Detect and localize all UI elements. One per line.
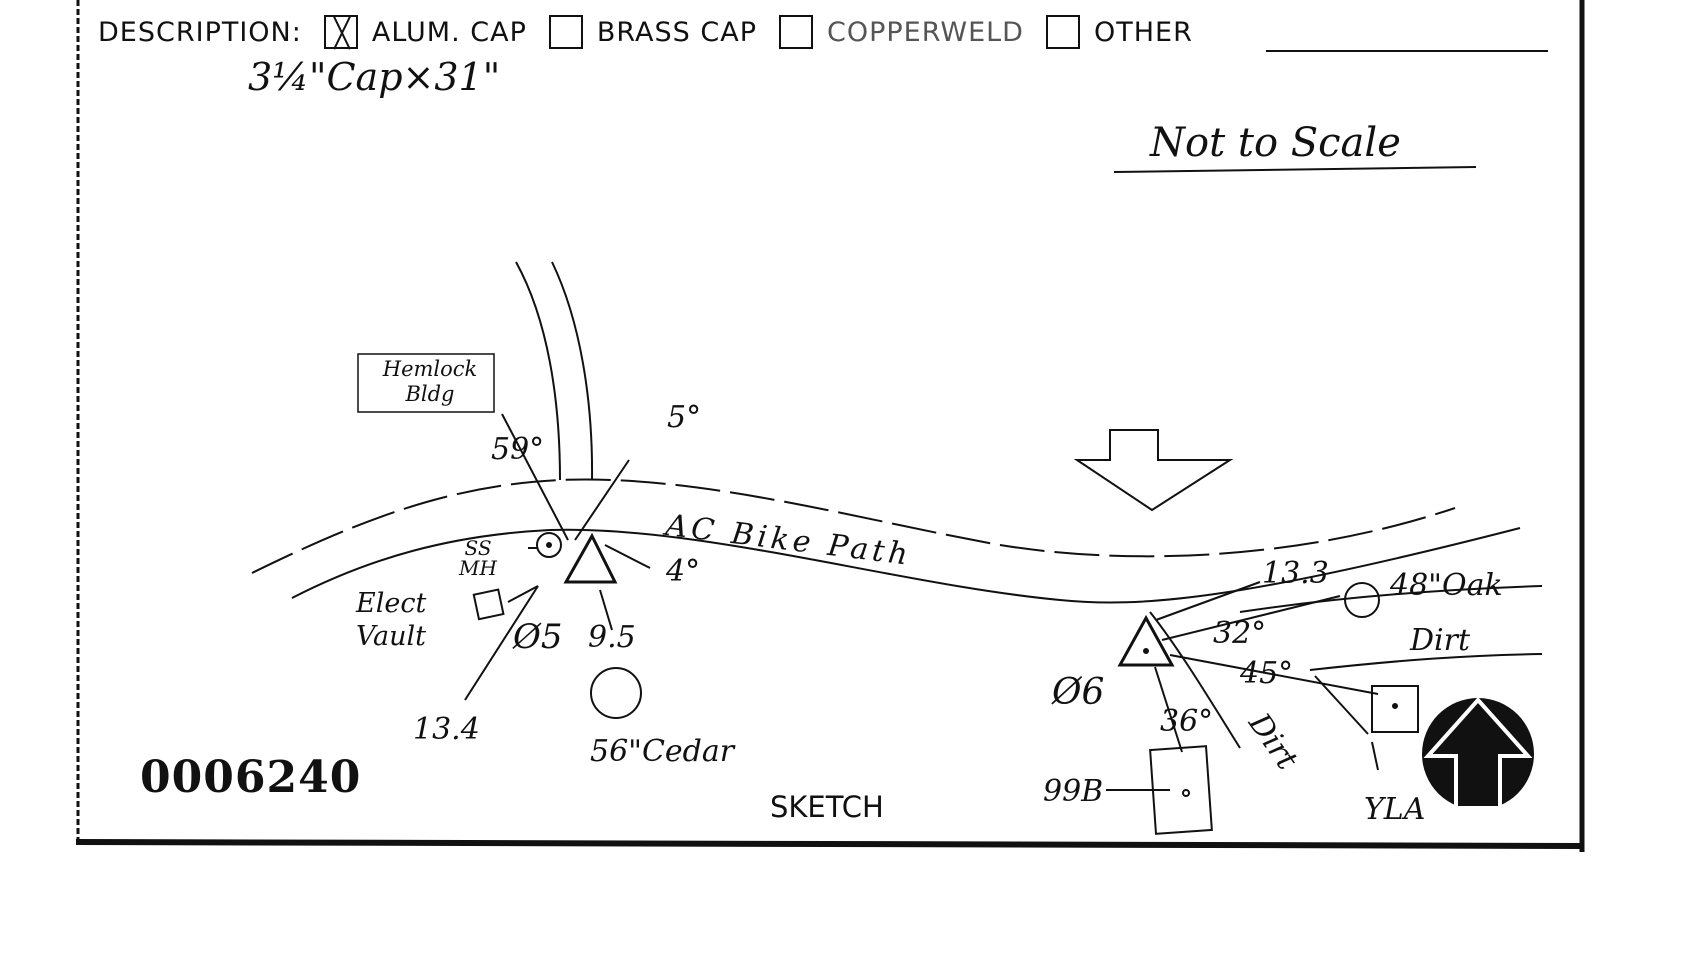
brass-cap-label: BRASS CAP bbox=[596, 16, 757, 48]
cedar-tree-label: 56"Cedar bbox=[590, 734, 735, 769]
monument-06-marker bbox=[1106, 581, 1419, 835]
description-label: DESCRIPTION: bbox=[98, 16, 302, 48]
direction-arrow-shape bbox=[1073, 429, 1234, 512]
brass-cap-checkbox[interactable] bbox=[548, 15, 583, 49]
form-frame bbox=[75, 0, 1585, 852]
scale-underline bbox=[1113, 166, 1477, 173]
alum-cap-label: ALUM. CAP bbox=[371, 16, 527, 48]
point-06-label: Ø6 bbox=[1052, 672, 1105, 713]
elect-vault-label: Elect Vault bbox=[356, 588, 427, 652]
hemlock-bldg-label: Hemlock Bldg bbox=[382, 357, 478, 406]
other-label: OTHER bbox=[1093, 16, 1193, 48]
oak-tree-label: 48"Oak bbox=[1390, 568, 1503, 603]
bike-path-lines bbox=[251, 261, 1543, 749]
pole-99b-label: 99B bbox=[1043, 774, 1104, 809]
north-arrow-icon bbox=[1422, 696, 1534, 810]
copperweld-label: COPPERWELD bbox=[826, 16, 1024, 48]
sketch-footer-label: SKETCH bbox=[770, 790, 884, 824]
distance-32-label: 32° bbox=[1213, 616, 1267, 651]
dirt-label-east: Dirt bbox=[1410, 623, 1471, 658]
yla-label: YLA bbox=[1364, 792, 1426, 827]
distance-45-label: 45° bbox=[1240, 656, 1294, 691]
ss-mh-label: SS MH bbox=[459, 536, 497, 580]
distance-5-label: 5° bbox=[667, 400, 702, 435]
point-05-label: Ø5 bbox=[513, 617, 563, 657]
other-checkbox[interactable] bbox=[1045, 15, 1080, 49]
copperweld-checkbox[interactable] bbox=[778, 15, 813, 49]
handwritten-cap-note: 3¼"Cap×31" bbox=[248, 55, 501, 99]
distance-13-4-label: 13.4 bbox=[413, 712, 480, 747]
monument-05-marker bbox=[357, 353, 651, 719]
distance-9-5-label: 9.5 bbox=[588, 620, 636, 655]
distance-59-label: 59° bbox=[491, 432, 545, 467]
distance-36-label: 36° bbox=[1160, 704, 1214, 739]
control-number: 0006240 bbox=[140, 752, 362, 803]
distance-4-label: 4° bbox=[666, 554, 701, 589]
alum-cap-checkbox[interactable] bbox=[323, 15, 358, 49]
description-row: DESCRIPTION: ALUM. CAP BRASS CAP COPPERW… bbox=[98, 12, 1193, 52]
distance-13-3-label: 13.3 bbox=[1262, 556, 1329, 591]
not-to-scale-note: Not to Scale bbox=[1150, 120, 1401, 166]
